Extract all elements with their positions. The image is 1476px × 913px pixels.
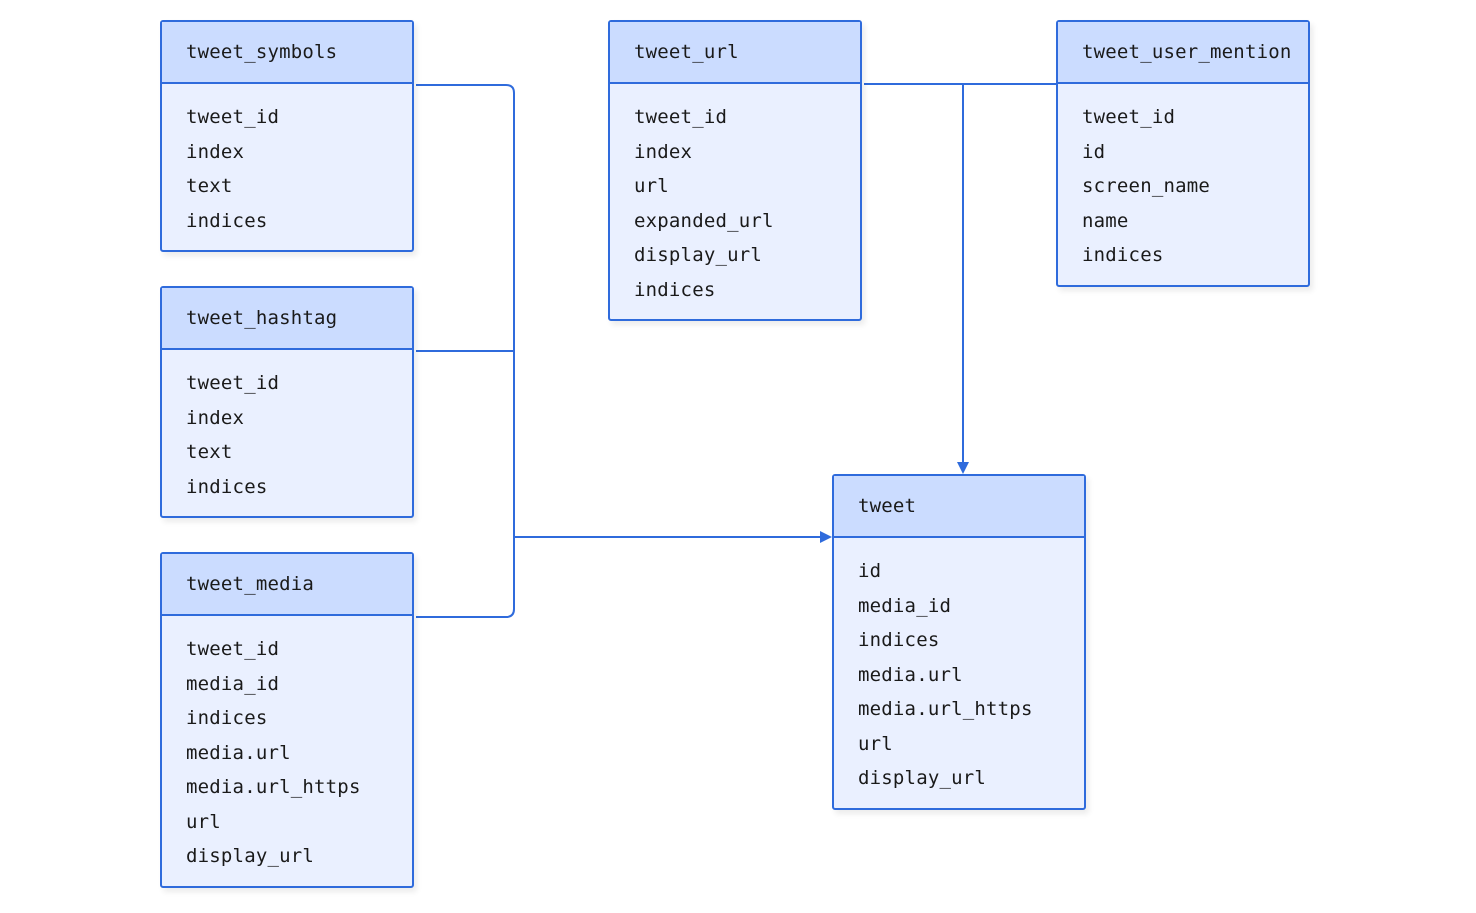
- table-field: display_url: [858, 767, 987, 789]
- table-field: tweet_id: [186, 638, 280, 660]
- table-field: indices: [634, 278, 716, 301]
- table-field: screen_name: [1082, 175, 1211, 197]
- table-field: expanded_url: [634, 209, 774, 232]
- table-field: media.url: [186, 741, 291, 764]
- table-field: indices: [186, 475, 268, 498]
- table-field: tweet_id: [634, 106, 728, 128]
- table-field: indices: [858, 629, 940, 651]
- table-field: tweet_id: [186, 372, 280, 394]
- connector-tweet-media-to-tweet: [416, 537, 515, 618]
- table-field: tweet_id: [186, 106, 280, 128]
- table-field: display_url: [634, 244, 763, 266]
- table-field: indices: [186, 209, 268, 232]
- table-header: tweet_media: [162, 554, 412, 616]
- table-header: tweet_url: [610, 22, 860, 84]
- table-field: text: [186, 175, 233, 197]
- table-header: tweet_symbols: [162, 22, 412, 84]
- table-header: tweet_hashtag: [162, 288, 412, 350]
- table-field: media.url: [858, 663, 963, 686]
- table-field: index: [634, 140, 693, 163]
- table-field: media.url_https: [858, 698, 1033, 720]
- table-field: url: [634, 175, 669, 197]
- connector-tweet-symbols-to-tweet: [416, 84, 515, 537]
- table-field: media_id: [186, 672, 280, 695]
- table-field: text: [186, 441, 233, 463]
- table-field: display_url: [186, 845, 315, 867]
- table-field: id: [858, 560, 882, 582]
- table-field: indices: [1082, 244, 1164, 266]
- table-field: id: [1082, 140, 1106, 163]
- table-field: index: [186, 406, 245, 429]
- table-field: indices: [186, 707, 268, 729]
- table-field: media_id: [858, 594, 952, 617]
- table-header: tweet: [834, 476, 1084, 538]
- table-field: name: [1082, 209, 1129, 232]
- table-field: tweet_id: [1082, 106, 1176, 128]
- table-field: index: [186, 140, 245, 163]
- table-header: tweet_user_mention: [1058, 22, 1308, 84]
- table-field: url: [186, 810, 221, 833]
- table-field: url: [858, 732, 893, 755]
- table-field: media.url_https: [186, 776, 361, 798]
